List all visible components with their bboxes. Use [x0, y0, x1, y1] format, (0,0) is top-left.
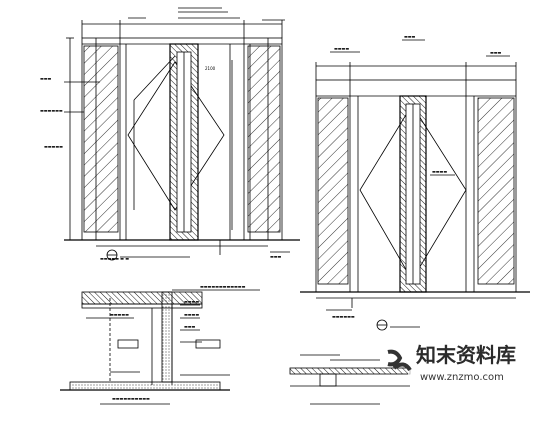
- svg-text:▬▬▬▬: ▬▬▬▬: [334, 46, 349, 51]
- svg-text:▬▬▬: ▬▬▬: [270, 254, 282, 259]
- watermark: 知末资料库 www.znzmo.com: [387, 340, 560, 384]
- detail-section-left: [60, 289, 260, 391]
- svg-text:▬▬▬▬▬▬▬▬▬▬: ▬▬▬▬▬▬▬▬▬▬: [112, 396, 150, 401]
- svg-text:▬▬▬▬▬: ▬▬▬▬▬: [110, 312, 129, 317]
- right-elevation-labels: ▬▬▬▬ ▬▬▬ ▬▬▬ ▬▬▬▬ ▬▬▬▬▬▬: [332, 34, 502, 319]
- watermark-logo-icon: [387, 349, 412, 372]
- svg-text:▬▬▬▬▬▬: ▬▬▬▬▬▬: [40, 108, 63, 113]
- svg-text:▬▬▬▬: ▬▬▬▬: [184, 312, 199, 317]
- svg-text:▬▬▬: ▬▬▬: [404, 34, 416, 39]
- dimension-label-2100: 2100: [205, 66, 216, 71]
- left-elevation-labels: 2100 ▬▬▬▬▬ ▬ ▬ ▬▬▬ ▬▬▬▬▬▬ ▬▬▬▬▬ ▬▬▬: [40, 66, 282, 261]
- svg-text:▬▬▬▬▬▬▬▬▬▬▬▬: ▬▬▬▬▬▬▬▬▬▬▬▬: [200, 284, 246, 289]
- svg-text:▬▬▬▬▬▬: ▬▬▬▬▬▬: [332, 314, 355, 319]
- detail-section-left-labels: ▬▬▬▬▬▬▬▬▬▬▬▬ ▬▬▬▬ ▬▬▬▬ ▬▬▬ ▬▬▬▬▬ ▬▬▬▬▬▬▬…: [110, 284, 246, 401]
- svg-text:▬▬▬: ▬▬▬: [40, 76, 52, 81]
- svg-text:▬▬▬▬▬: ▬▬▬▬▬: [44, 144, 63, 149]
- section-marker-left: [106, 249, 190, 261]
- svg-text:▬▬▬: ▬▬▬: [490, 50, 502, 55]
- svg-text:▬▬▬▬: ▬▬▬▬: [432, 169, 447, 174]
- svg-text:▬▬▬: ▬▬▬: [184, 324, 196, 329]
- left-elevation: [64, 7, 300, 255]
- watermark-brand: 知末资料库: [416, 343, 516, 367]
- watermark-url: www.znzmo.com: [420, 372, 504, 383]
- section-marker-right: [376, 319, 420, 331]
- svg-text:▬▬▬▬: ▬▬▬▬: [184, 299, 199, 304]
- svg-text:▬▬▬▬▬ ▬ ▬: ▬▬▬▬▬ ▬ ▬: [100, 256, 129, 261]
- right-elevation: [300, 39, 530, 311]
